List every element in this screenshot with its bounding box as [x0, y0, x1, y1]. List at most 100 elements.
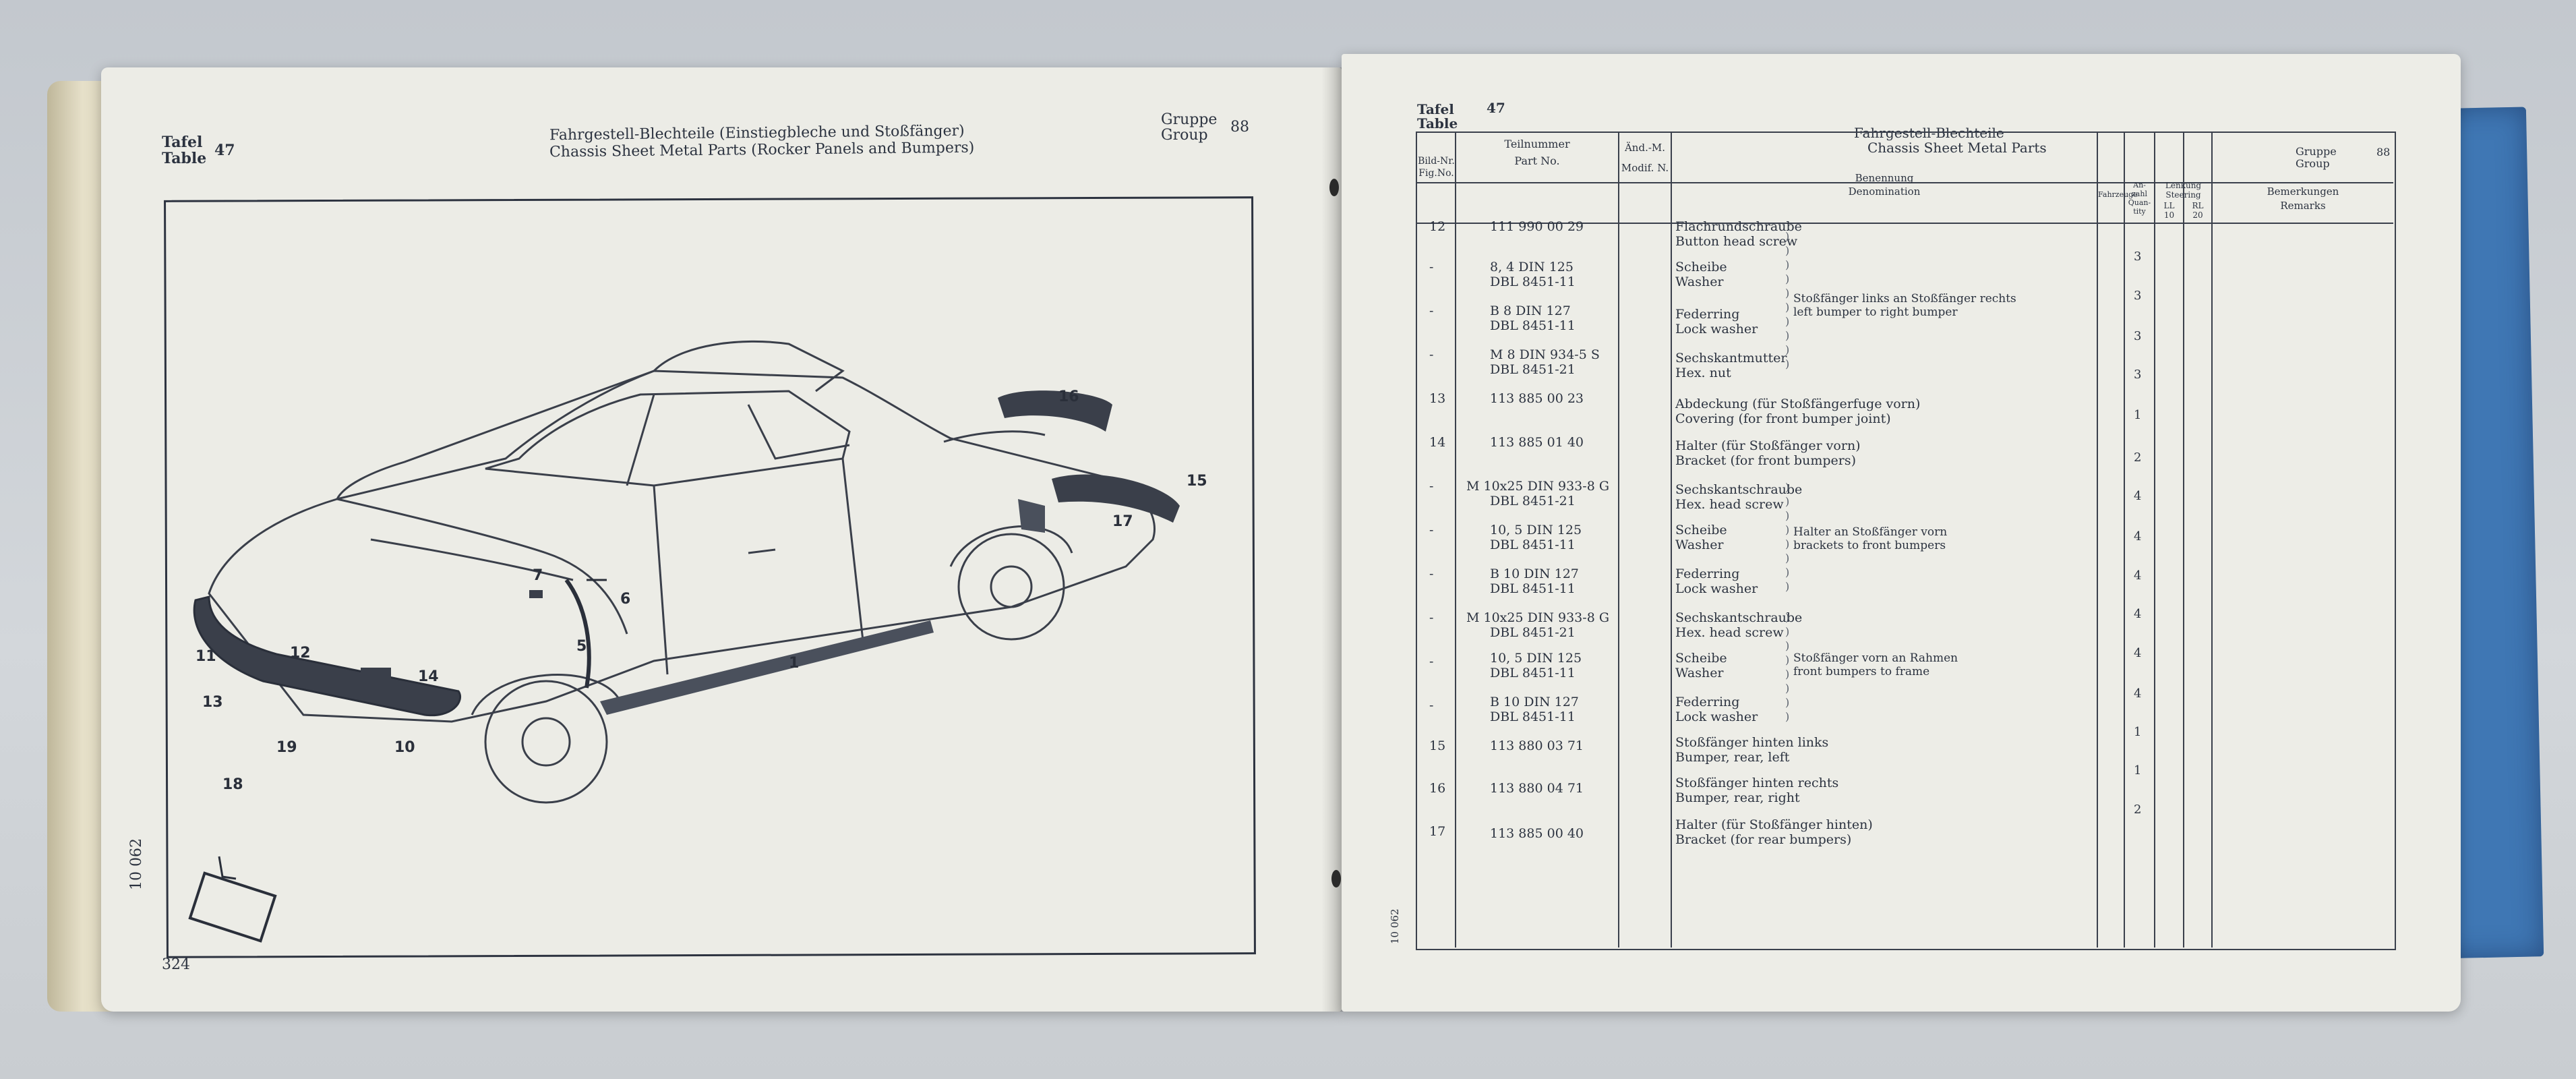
- right-group-number: 88: [2376, 146, 2391, 158]
- col-divider: [1618, 132, 1619, 947]
- row-part-2: DBL 8451-21: [1490, 494, 1576, 508]
- header-part-en: Part No.: [1514, 154, 1560, 167]
- callout-15: 15: [1187, 473, 1207, 490]
- side-code: 10 062: [128, 838, 145, 890]
- row-qty: 4: [2134, 687, 2142, 701]
- row-fig: -: [1429, 479, 1434, 494]
- row-desc-de: Halter (für Stoßfänger hinten): [1675, 817, 1873, 832]
- callout-19: 19: [276, 739, 297, 756]
- row-desc-de: Scheibe: [1675, 651, 1727, 666]
- remark-3-de: Stoßfänger vorn an Rahmen: [1793, 651, 1958, 665]
- row-fig: -: [1429, 654, 1434, 669]
- header-remarks-de: Bemerkungen: [2267, 185, 2339, 198]
- row-fig: -: [1429, 698, 1434, 713]
- binding-hole: [1331, 870, 1341, 887]
- col-divider: [2124, 132, 2125, 947]
- parts-table: [1416, 132, 2396, 950]
- row-desc-en: Hex. nut: [1675, 366, 1731, 380]
- left-page: [101, 67, 1342, 1012]
- row-desc-en: Bracket (for front bumpers): [1675, 453, 1856, 468]
- row-desc-en: Hex. head screw: [1675, 497, 1784, 512]
- row-part: M 8 DIN 934-5 S: [1490, 347, 1600, 362]
- brace: )))))))): [1785, 611, 1790, 723]
- row-qty: 1: [2134, 763, 2142, 778]
- row-qty: 2: [2134, 450, 2142, 465]
- row-desc-en: Button head screw: [1675, 234, 1798, 249]
- row-desc-en: Bumper, rear, right: [1675, 790, 1800, 805]
- row-fig: -: [1429, 347, 1434, 362]
- header-part-de: Teilnummer: [1504, 138, 1570, 150]
- remark-2-en: brackets to front bumpers: [1793, 539, 1946, 552]
- right-page: [1342, 54, 2461, 1012]
- header-modif-de: Änd.-M.: [1624, 142, 1666, 154]
- col-divider: [2183, 132, 2184, 947]
- remark-1-en: left bumper to right bumper: [1793, 305, 1958, 319]
- callout-13: 13: [202, 694, 223, 711]
- row-fig: 13: [1429, 391, 1446, 406]
- row-part-2: DBL 8451-21: [1490, 362, 1576, 377]
- row-part: M 10x25 DIN 933-8 G: [1466, 610, 1609, 625]
- right-group-label-en: Group: [2296, 157, 2330, 170]
- callout-14: 14: [418, 668, 439, 685]
- header-vehicles: Fahrzeuge: [2098, 190, 2138, 199]
- row-desc-en: Lock washer: [1675, 581, 1758, 596]
- row-qty: 2: [2134, 803, 2142, 817]
- callout-18: 18: [222, 776, 243, 793]
- row-part: 113 880 03 71: [1490, 738, 1584, 753]
- row-desc-de: Scheibe: [1675, 260, 1727, 274]
- header-desc-en: Denomination: [1848, 185, 1921, 198]
- row-part: 10, 5 DIN 125: [1490, 523, 1582, 537]
- row-part: 113 885 00 23: [1490, 391, 1584, 406]
- row-part-2: DBL 8451-11: [1490, 666, 1576, 680]
- col-divider: [1671, 132, 1672, 947]
- row-desc-en: Hex. head screw: [1675, 625, 1784, 640]
- row-qty: 4: [2134, 607, 2142, 621]
- row-desc-de: Federring: [1675, 307, 1740, 322]
- row-fig: 12: [1429, 219, 1446, 234]
- row-desc-de: Stoßfänger hinten rechts: [1675, 776, 1839, 790]
- col-divider: [1455, 132, 1456, 947]
- callout-7: 7: [533, 567, 543, 584]
- brace: )))))))): [1785, 481, 1790, 593]
- row-part: 113 885 00 40: [1490, 826, 1584, 841]
- row-fig: -: [1429, 610, 1434, 625]
- binding-hole: [1329, 179, 1339, 196]
- row-part-2: DBL 8451-11: [1490, 537, 1576, 552]
- row-part: 8, 4 DIN 125: [1490, 260, 1574, 274]
- group-label-de: Gruppe: [1161, 111, 1218, 128]
- row-qty: 1: [2134, 408, 2142, 422]
- row-desc-de: Flachrundschraube: [1675, 219, 1802, 234]
- row-desc-de: Abdeckung (für Stoßfängerfuge vorn): [1675, 397, 1921, 411]
- row-fig: -: [1429, 260, 1434, 274]
- header-fig: Bild-Nr.Fig.No.: [1418, 156, 1455, 179]
- row-fig: -: [1429, 566, 1434, 581]
- col-divider: [2154, 132, 2155, 947]
- row-fig: 17: [1429, 824, 1446, 839]
- row-qty: 3: [2134, 289, 2142, 303]
- row-desc-de: Scheibe: [1675, 523, 1727, 537]
- right-group-label-de: Gruppe: [2296, 145, 2337, 158]
- row-part-2: DBL 8451-11: [1490, 274, 1576, 289]
- row-desc-en: Lock washer: [1675, 322, 1758, 337]
- callout-16: 16: [1058, 388, 1079, 405]
- row-fig: 14: [1429, 435, 1446, 450]
- row-desc-en: Washer: [1675, 666, 1724, 680]
- table-label-en: Table: [162, 150, 207, 167]
- row-fig: 16: [1429, 781, 1446, 796]
- callout-12: 12: [290, 645, 311, 662]
- row-qty: 1: [2134, 725, 2142, 739]
- row-part-2: DBL 8451-11: [1490, 581, 1576, 596]
- col-divider: [2211, 132, 2213, 947]
- row-part: 113 885 01 40: [1490, 435, 1584, 450]
- row-qty: 4: [2134, 489, 2142, 503]
- remark-3-en: front bumpers to frame: [1793, 665, 1930, 678]
- remark-1-de: Stoßfänger links an Stoßfänger rechts: [1793, 292, 2016, 305]
- group-number: 88: [1230, 119, 1249, 136]
- row-part: B 10 DIN 127: [1490, 695, 1579, 709]
- right-table-label-de: Tafel: [1417, 101, 1454, 117]
- row-part: M 10x25 DIN 933-8 G: [1466, 479, 1609, 494]
- row-desc-de: Stoßfänger hinten links: [1675, 735, 1829, 750]
- header-modif-en: Modif. N.: [1621, 162, 1669, 174]
